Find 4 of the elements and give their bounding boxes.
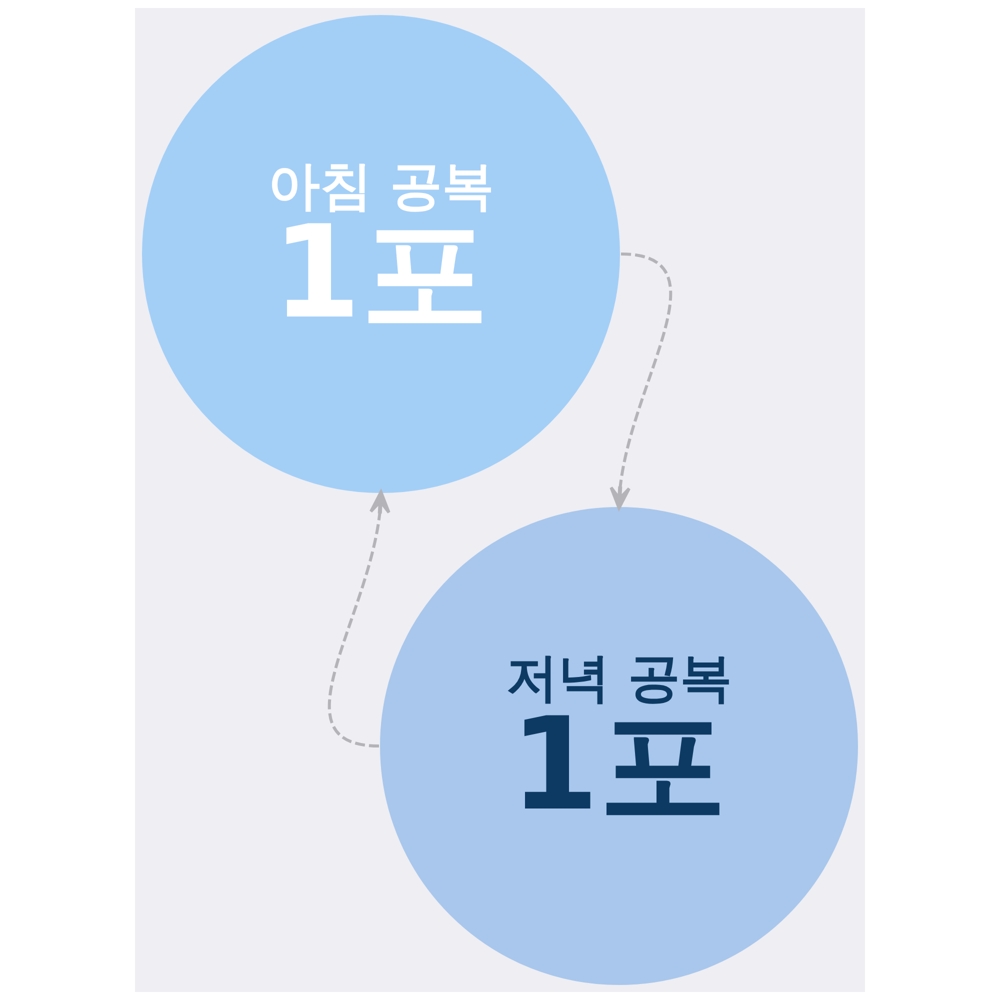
arrow [328, 490, 390, 748]
node-circle: 저녁 공복 1포 [380, 507, 858, 985]
arrow [610, 252, 672, 510]
node-circle: 아침 공복 1포 [142, 15, 620, 493]
